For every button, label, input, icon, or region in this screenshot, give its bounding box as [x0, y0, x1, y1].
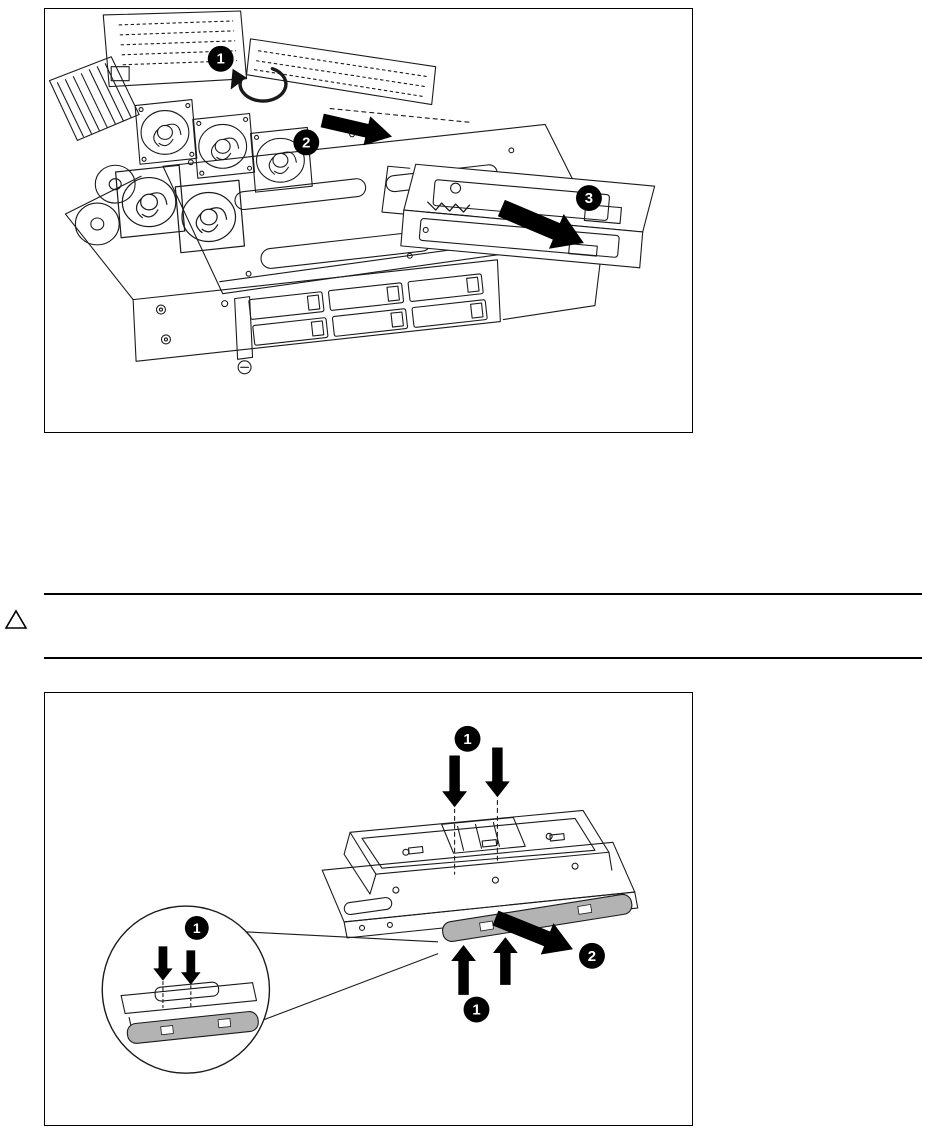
figure-remove-drive: 1 2 3 — [44, 8, 693, 433]
fan-bank — [74, 99, 313, 254]
callout-2-label: 2 — [302, 134, 310, 151]
drive-bay — [407, 273, 484, 302]
callout-badge-press-bottom: 1 — [463, 996, 490, 1023]
callout-slide-out-label: 2 — [588, 948, 596, 965]
press-down-arrow-icon — [151, 945, 175, 983]
tray-handle — [343, 897, 393, 916]
callout-press-bottom-label: 1 — [472, 1002, 480, 1019]
rotate-arrow-icon — [230, 67, 288, 103]
caution-rule-top — [44, 593, 922, 595]
fan-icon — [94, 164, 136, 204]
tray-carrier — [343, 809, 613, 895]
tray-bezel — [442, 893, 633, 942]
callout-inset-label: 1 — [193, 920, 201, 936]
rear-panel — [246, 38, 437, 106]
callout-badge-1: 1 — [207, 45, 234, 72]
callout-badge-press-top: 1 — [454, 725, 481, 752]
fan-icon — [192, 112, 256, 179]
fan-icon — [74, 202, 120, 246]
slide-out-arrow-icon — [492, 910, 573, 955]
press-up-arrow-icon — [490, 935, 521, 987]
press-down-arrow-icon — [439, 753, 470, 810]
drive-bay — [331, 308, 409, 337]
drive-bay — [327, 282, 405, 311]
press-down-arrow-icon — [482, 746, 513, 800]
figure-install-bezel: 1 2 1 1 — [44, 692, 693, 1126]
inset-bezel — [126, 1011, 259, 1044]
callout-press-top-label: 1 — [463, 731, 471, 748]
callout-badge-3: 3 — [576, 185, 602, 212]
leader-line — [263, 953, 439, 1021]
leader-line — [246, 931, 439, 943]
front-panel — [132, 259, 501, 375]
inset-detail — [101, 905, 439, 1074]
caution-rule-bottom — [44, 657, 922, 659]
chassis-left-edge — [64, 175, 142, 301]
callout-3-label: 3 — [585, 190, 593, 207]
heatsink — [48, 56, 140, 141]
press-down-arrow-icon — [179, 949, 203, 987]
server-illustration: 1 2 3 — [48, 10, 656, 375]
tray-illustration: 1 2 1 1 — [101, 725, 639, 1074]
callout-1-label: 1 — [217, 51, 225, 68]
media-drive — [381, 163, 656, 269]
drive-bay — [248, 291, 325, 320]
drive-rail-teeth — [427, 201, 471, 213]
caution-triangle-icon — [4, 609, 28, 629]
slide-arrow-icon — [320, 113, 393, 146]
drive-bay — [411, 299, 488, 328]
callout-badge-inset: 1 — [184, 915, 209, 940]
fan-icon — [114, 164, 186, 239]
callout-badge-slide-out: 2 — [579, 942, 605, 969]
fan-icon — [174, 179, 246, 254]
power-supply — [102, 10, 248, 88]
drive-bay — [252, 317, 329, 346]
callout-badge-2: 2 — [293, 129, 320, 156]
drive-tray — [321, 809, 639, 942]
press-up-arrow-icon — [448, 943, 479, 997]
remove-arrow-icon — [497, 199, 584, 249]
rack-ear — [234, 296, 254, 375]
fan-icon — [134, 99, 198, 165]
tray-base — [321, 841, 639, 939]
